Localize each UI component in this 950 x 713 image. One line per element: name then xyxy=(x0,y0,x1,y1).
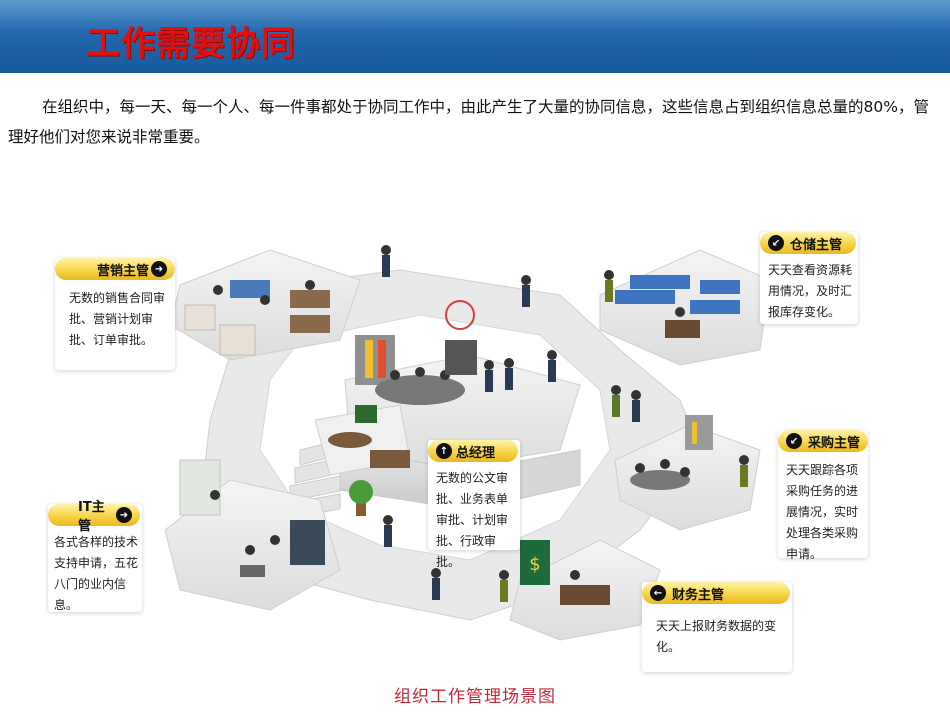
callout-finance-header: ← 财务主管 xyxy=(642,582,790,604)
callout-gm-header: ↑ 总经理 xyxy=(428,440,518,462)
purchasing-area xyxy=(614,415,761,531)
plant xyxy=(349,480,373,516)
arrow-left-icon: ← xyxy=(650,585,666,601)
callout-gm-text: 无数的公文审批、业务表单审批、计划审批、行政审批。 xyxy=(436,471,509,569)
callout-purchasing-title: 采购主管 xyxy=(808,435,861,451)
finance-area: $ xyxy=(509,539,661,641)
callout-marketing: 营销主管 ➜ 无数的销售合同审批、营销计划审批、订单审批。 xyxy=(55,258,175,370)
figure-caption: 组织工作管理场景图 xyxy=(394,687,556,707)
callout-finance: ← 财务主管 天天上报财务数据的变化。 xyxy=(642,582,792,672)
callout-warehouse-text: 天天查看资源耗用情况，及时汇报库存变化。 xyxy=(768,263,853,319)
page-title: 工作需要协同 xyxy=(86,24,296,64)
callout-finance-text: 天天上报财务数据的变化。 xyxy=(656,619,777,654)
callout-finance-title: 财务主管 xyxy=(672,587,725,603)
arrow-down-left-icon: ↙ xyxy=(768,235,784,251)
callout-marketing-text: 无数的销售合同审批、营销计划审批、订单审批。 xyxy=(69,291,166,347)
header-bar xyxy=(0,0,950,73)
callout-gm-title: 总经理 xyxy=(456,445,496,461)
callout-purchasing-header: ↙ 采购主管 xyxy=(778,430,868,452)
arrow-right-icon: ➜ xyxy=(116,507,132,523)
callout-purchasing: ↙ 采购主管 天天跟踪各项采购任务的进展情况，实时处理各类采购申请。 xyxy=(778,430,868,561)
it-area xyxy=(164,459,341,611)
callout-it-title: IT主管 xyxy=(78,500,105,534)
arrow-right-icon: ➜ xyxy=(151,261,167,277)
callout-it: IT主管 ➜ 各式各样的技术支持申请，五花八门的业内信息。 xyxy=(48,500,142,612)
header-shine xyxy=(0,0,950,30)
callout-marketing-header: 营销主管 ➜ xyxy=(55,258,175,280)
callout-it-header: IT主管 ➜ xyxy=(48,500,140,534)
meeting-room xyxy=(314,404,411,476)
warehouse-area xyxy=(599,249,771,366)
arrow-down-left-icon: ↙ xyxy=(786,433,802,449)
people xyxy=(381,245,749,602)
callout-warehouse: ↙ 仓储主管 天天查看资源耗用情况，及时汇报库存变化。 xyxy=(760,232,858,324)
callout-it-text: 各式各样的技术支持申请，五花八门的业内信息。 xyxy=(54,535,139,612)
intro-paragraph: 在组织中，每一天、每一个人、每一件事都处于协同工作中，由此产生了大量的协同信息，… xyxy=(8,98,929,146)
arrow-up-icon: ↑ xyxy=(436,443,452,459)
svg-text:$: $ xyxy=(529,554,540,575)
callout-marketing-title: 营销主管 xyxy=(97,263,150,279)
organization-scene-illustration: $ xyxy=(164,245,771,641)
callout-warehouse-title: 仓储主管 xyxy=(790,237,843,253)
callout-gm: ↑ 总经理 无数的公文审批、业务表单审批、计划审批、行政审批。 xyxy=(428,440,520,569)
callout-warehouse-header: ↙ 仓储主管 xyxy=(760,232,856,254)
callout-purchasing-text: 天天跟踪各项采购任务的进展情况，实时处理各类采购申请。 xyxy=(786,463,859,561)
